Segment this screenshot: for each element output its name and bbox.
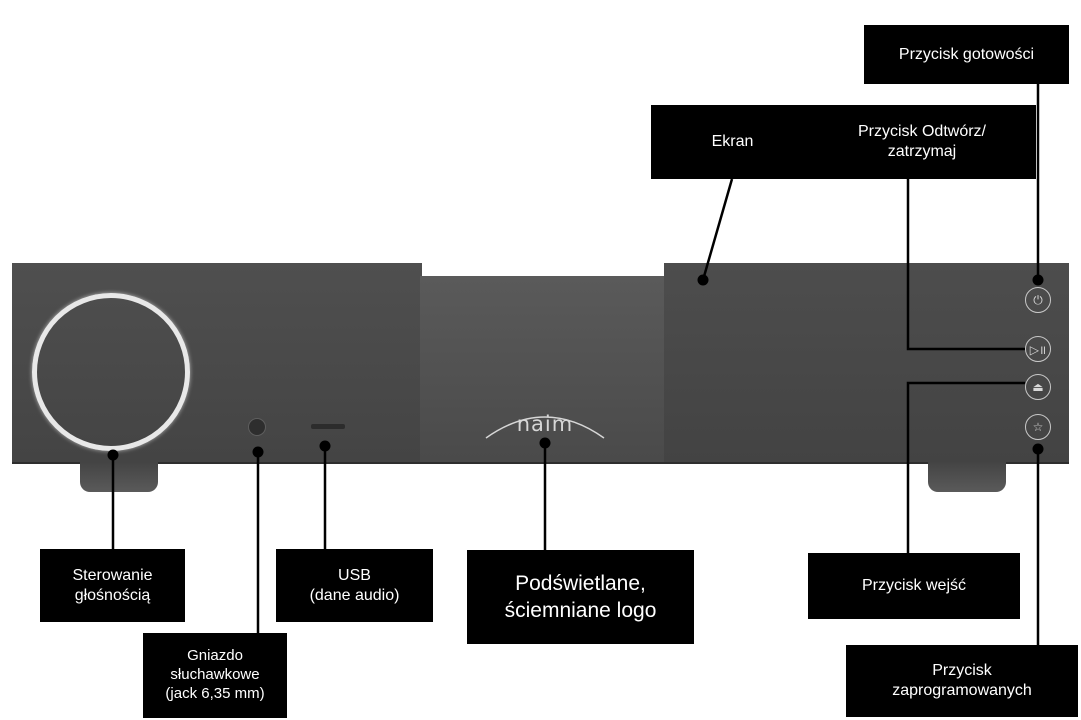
play-pause-icon: ▷॥ [1029, 342, 1047, 357]
label-headphone-jack: Gniazdo słuchawkowe (jack 6,35 mm) [143, 633, 287, 718]
naim-logo: naim [480, 402, 610, 442]
star-icon: ☆ [1032, 420, 1044, 434]
headphone-jack-socket [248, 418, 266, 436]
device-bottom-edge [12, 462, 1069, 464]
device-display-panel [664, 263, 1069, 462]
label-volume-control: Sterowanie głośnością [40, 549, 185, 622]
input-icon: ⏏ [1032, 380, 1044, 394]
device-center-panel [420, 276, 664, 462]
label-play-pause-button: Przycisk Odtwórz/ zatrzymaj [808, 105, 1036, 179]
standby-button[interactable]: ⏻ [1025, 287, 1051, 313]
label-preset-button: Przycisk zaprogramowanych [846, 645, 1078, 717]
logo-text: naim [516, 412, 574, 436]
preset-button[interactable]: ☆ [1025, 414, 1051, 440]
usb-port [311, 424, 345, 429]
logo-arc-icon [485, 416, 605, 439]
power-icon: ⏻ [1033, 292, 1043, 307]
label-logo: Podświetlane, ściemniane logo [467, 550, 694, 644]
play-pause-button[interactable]: ▷॥ [1025, 336, 1051, 362]
label-screen: Ekran [651, 105, 814, 179]
device-foot-left [80, 462, 158, 492]
label-standby-button: Przycisk gotowości [864, 25, 1069, 84]
input-button[interactable]: ⏏ [1025, 374, 1051, 400]
device-foot-right [928, 462, 1006, 492]
label-input-button: Przycisk wejść [808, 553, 1020, 619]
volume-knob[interactable] [32, 293, 190, 451]
label-usb: USB (dane audio) [276, 549, 433, 622]
